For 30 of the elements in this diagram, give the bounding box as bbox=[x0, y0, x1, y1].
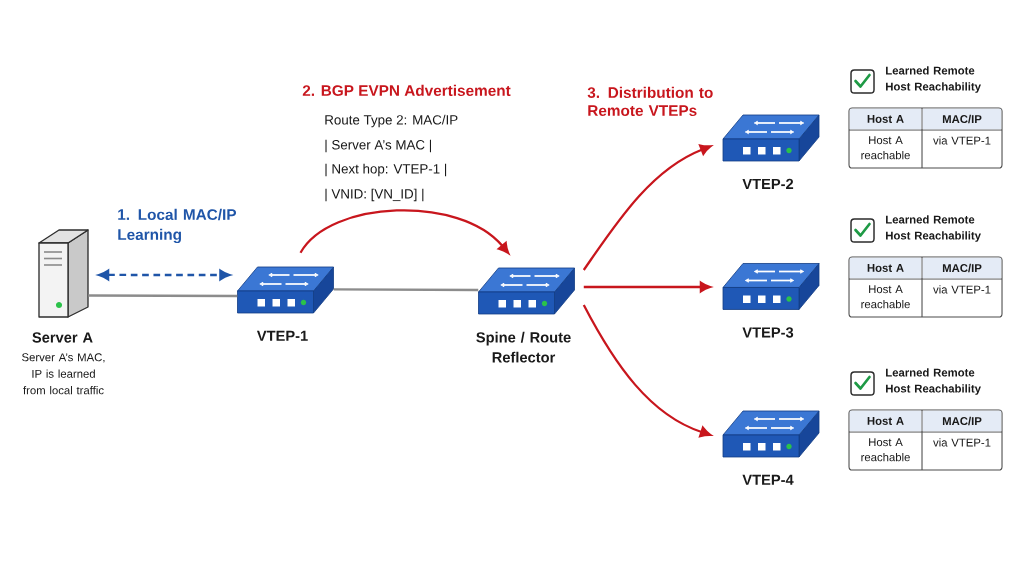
device-label: Server A bbox=[32, 332, 93, 343]
step-label: 2. BGP EVPN Advertisement bbox=[302, 84, 511, 96]
table-cell: via VTEP-1 bbox=[933, 438, 991, 447]
arrow bbox=[299, 209, 510, 254]
device-label: VTEP-1 bbox=[256, 330, 308, 341]
table-cell: via VTEP-1 bbox=[933, 136, 991, 145]
connector-line bbox=[333, 288, 479, 292]
table-cell: via VTEP-1 bbox=[933, 285, 991, 294]
arrow bbox=[582, 144, 712, 271]
heading: Learned Remote Host Reachability bbox=[886, 215, 981, 242]
description-text: Server A’s MAC, IP is learned from local traffic bbox=[22, 353, 105, 395]
note-text: Route Type 2: MAC/IP bbox=[325, 114, 458, 128]
device-label: Spine / Route Reflector bbox=[476, 331, 571, 363]
edge-label: 1. Local MAC/IP Learning bbox=[118, 208, 236, 244]
table-cell: Host A reachable bbox=[861, 285, 910, 309]
note-text: | Next hop: VTEP-1 | bbox=[325, 163, 447, 177]
arrow bbox=[583, 281, 712, 293]
note-text: | VNID: [VN_ID] | bbox=[325, 188, 424, 202]
note-text: | Server A’s MAC | bbox=[325, 139, 431, 153]
device-label: VTEP-2 bbox=[742, 178, 794, 189]
arrow bbox=[582, 304, 712, 438]
device-label: VTEP-3 bbox=[742, 327, 794, 338]
table-cell: Host A reachable bbox=[861, 438, 910, 462]
heading: Learned Remote Host Reachability bbox=[886, 66, 981, 93]
double-arrow bbox=[97, 269, 231, 281]
step-label: 3. Distribution to Remote VTEPs bbox=[587, 86, 713, 116]
device-label: VTEP-4 bbox=[742, 474, 794, 485]
heading: Learned Remote Host Reachability bbox=[886, 368, 981, 395]
table-cell: Host A reachable bbox=[861, 136, 910, 160]
connector-line bbox=[88, 294, 238, 298]
